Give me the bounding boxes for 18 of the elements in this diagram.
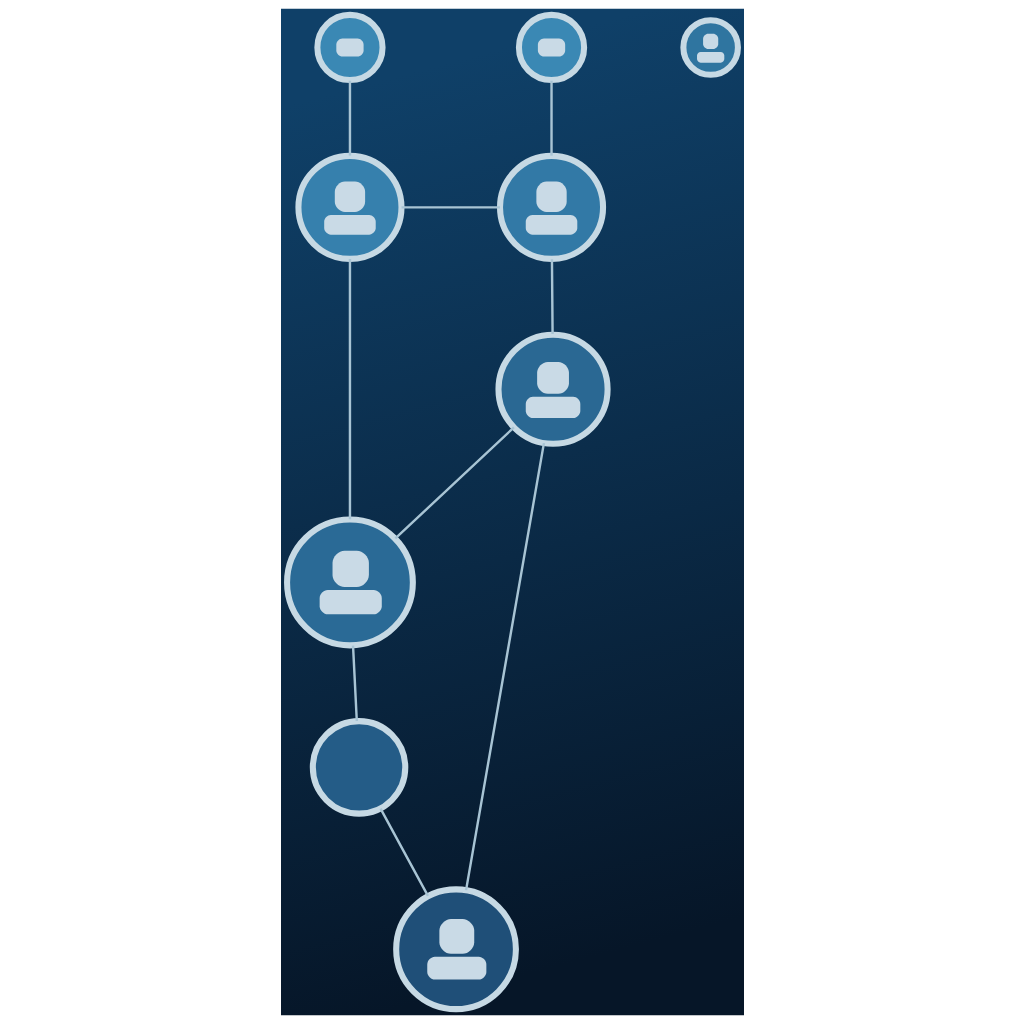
node-person: [494, 331, 611, 447]
node-person: [283, 516, 416, 649]
node-circle: [309, 718, 408, 817]
node-person: [679, 17, 741, 78]
node-person: [294, 152, 404, 262]
connector: [348, 80, 351, 156]
node-picture: [313, 11, 386, 84]
connector: [549, 80, 553, 156]
connector: [464, 442, 545, 891]
connector: [348, 259, 351, 520]
connector: [550, 259, 554, 335]
node-person: [496, 152, 606, 262]
node-person: [392, 886, 519, 1013]
node-picture: [515, 11, 587, 84]
connector: [379, 808, 429, 897]
connector: [351, 645, 358, 722]
connector: [401, 206, 500, 209]
connector: [394, 426, 515, 540]
